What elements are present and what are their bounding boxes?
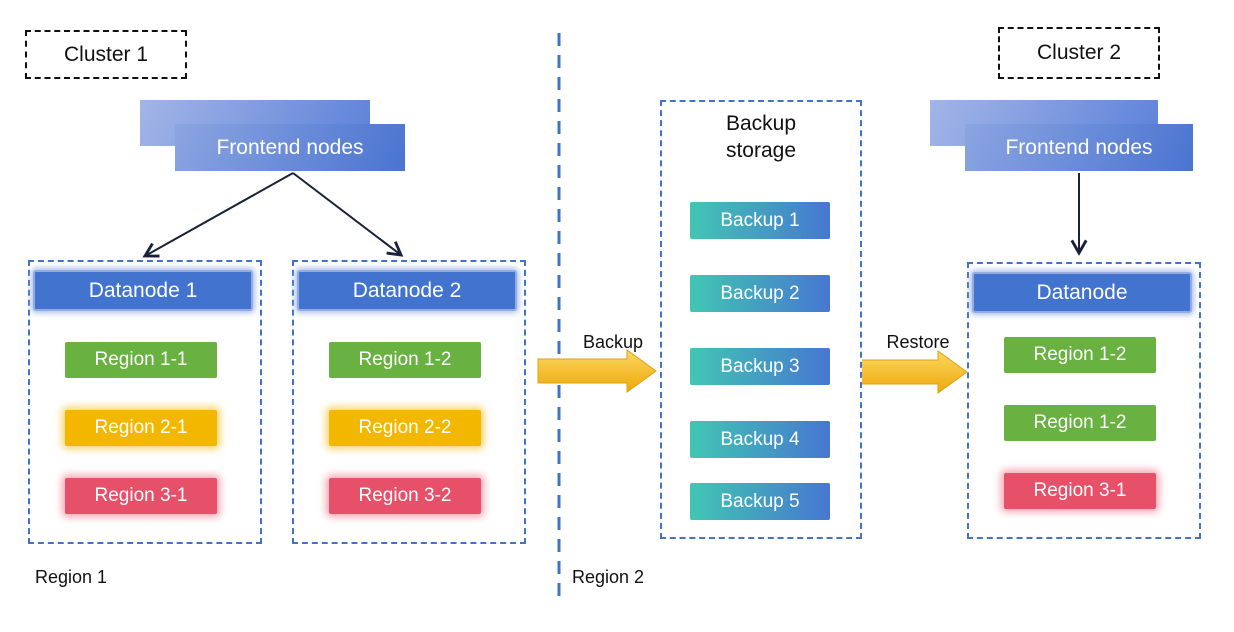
backup-item: Backup 5 bbox=[690, 483, 830, 520]
backup-storage-title: Backup storage bbox=[725, 112, 797, 163]
frontend-to-datanode2-arrow bbox=[292, 172, 404, 257]
region-box: Region 3-2 bbox=[329, 478, 481, 514]
datanode2-title: Datanode 2 bbox=[352, 278, 462, 302]
datanode2-container: Datanode 2 Region 1-2 Region 2-2 Region … bbox=[292, 260, 526, 544]
region-box: Region 2-1 bbox=[65, 410, 217, 446]
backup-arrow-label: Backup bbox=[582, 332, 644, 352]
backup-item: Backup 3 bbox=[690, 348, 830, 385]
frontend-nodes-cluster1: Frontend nodes bbox=[175, 124, 405, 171]
datanode-container-cluster2: Datanode Region 1-2 Region 1-2 Region 3-… bbox=[967, 262, 1201, 539]
datanode1-header: Datanode 1 bbox=[33, 270, 253, 311]
region-box: Region 1-2 bbox=[329, 342, 481, 378]
restore-arrow bbox=[854, 350, 968, 394]
backup-arrow bbox=[537, 349, 657, 393]
frontend-nodes-label: Frontend nodes bbox=[216, 135, 364, 159]
cluster1-label-text: Cluster 1 bbox=[63, 42, 149, 66]
datanode-header-cluster2: Datanode bbox=[972, 272, 1192, 313]
datanode2-header: Datanode 2 bbox=[297, 270, 517, 311]
region-box: Region 1-2 bbox=[1004, 405, 1156, 441]
region-box: Region 3-1 bbox=[1004, 473, 1156, 509]
frontend-to-datanode1-arrow bbox=[142, 172, 294, 258]
backup-item: Backup 2 bbox=[690, 275, 830, 312]
cluster1-label: Cluster 1 bbox=[25, 30, 187, 79]
region2-label: Region 2 bbox=[572, 567, 645, 587]
region-box: Region 3-1 bbox=[65, 478, 217, 514]
region-box: Region 1-2 bbox=[1004, 337, 1156, 373]
backup-item: Backup 4 bbox=[690, 421, 830, 458]
datanode1-container: Datanode 1 Region 1-1 Region 2-1 Region … bbox=[28, 260, 262, 544]
backup-item: Backup 1 bbox=[690, 202, 830, 239]
datanode-title-cluster2: Datanode bbox=[1036, 280, 1128, 304]
restore-arrow-label: Restore bbox=[886, 332, 950, 352]
region-box: Region 2-2 bbox=[329, 410, 481, 446]
datanode1-title: Datanode 1 bbox=[88, 278, 198, 302]
frontend-nodes-label: Frontend nodes bbox=[1005, 135, 1153, 159]
region1-label: Region 1 bbox=[35, 567, 108, 587]
cluster2-label: Cluster 2 bbox=[998, 27, 1160, 79]
backup-storage-container: Backup storage Backup 1 Backup 2 Backup … bbox=[660, 100, 862, 539]
region-box: Region 1-1 bbox=[65, 342, 217, 378]
cluster2-label-text: Cluster 2 bbox=[1036, 41, 1122, 64]
frontend-nodes-cluster2: Frontend nodes bbox=[965, 124, 1193, 171]
